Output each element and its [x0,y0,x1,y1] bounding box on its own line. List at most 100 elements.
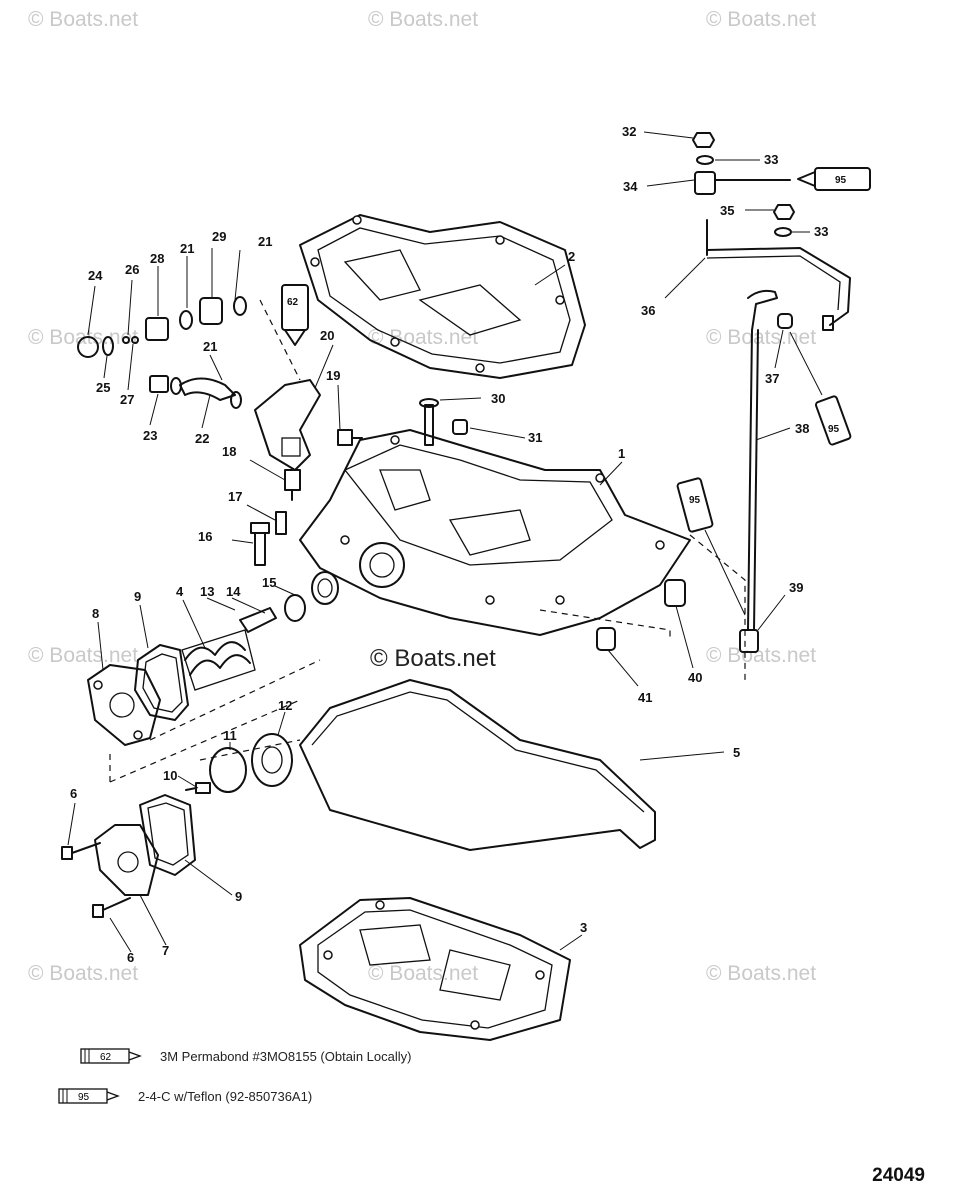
callout-21c: 21 [203,339,217,354]
tube-62-icon: 62 [281,284,309,346]
callout-22: 22 [195,431,209,446]
tube-62-legend-icon: 62 [80,1048,142,1064]
part-32-nut [692,132,715,148]
part-10-screw [185,782,211,794]
callout-39: 39 [789,580,803,595]
part-35-nut [773,204,795,220]
part-19-elbow [337,429,363,446]
callout-4: 4 [176,584,184,599]
svg-text:95: 95 [828,424,840,435]
callout-7: 7 [162,943,169,958]
svg-text:95: 95 [78,1092,90,1103]
part-36-link-rod [706,219,851,331]
part-18-fitting [284,469,301,501]
callout-6a: 6 [70,786,77,801]
callout-12: 12 [278,698,292,713]
part-41-plug [596,627,616,651]
callout-33a: 33 [764,152,778,167]
part-6-bolt-lower [92,897,131,918]
callout-11: 11 [223,728,237,743]
legend-row-permabond: 62 3M Permabond #3MO8155 (Obtain Locally… [80,1046,411,1066]
part-12-impeller-cup [251,733,293,787]
callout-2: 2 [568,249,575,264]
callout-25: 25 [96,380,110,395]
part-2-gasket [299,214,586,379]
part-40-grommet [664,579,686,607]
part-21-clamp-a [170,377,182,395]
part-5-seal [299,679,656,851]
callout-19: 19 [326,368,340,383]
part-21-ring-right [233,296,247,316]
callout-32: 32 [622,124,636,139]
part-9-gasket-upper [134,644,189,721]
part-4-spring [181,629,256,691]
part-17-fitting [275,511,287,535]
callout-6b: 6 [127,950,134,965]
part-28-body [145,317,169,341]
part-24-cap [77,336,99,358]
watermark-bottom-right: © Boats.net [706,962,817,985]
watermark-top-right: © Boats.net [706,8,817,31]
part-9-gasket-lower [139,794,196,876]
watermark-lower-right: © Boats.net [706,644,817,667]
callout-17: 17 [228,489,242,504]
callout-21a: 21 [180,241,194,256]
legend-permabond-text: 3M Permabond #3MO8155 (Obtain Locally) [160,1048,412,1064]
watermark-bottom-left: © Boats.net [28,962,139,985]
diagram-number: 24049 [872,1165,925,1186]
part-21-clamp-b [230,391,242,409]
callout-10: 10 [163,768,177,783]
callout-28: 28 [150,251,164,266]
center-watermark: © Boats.net [370,645,496,672]
svg-text:95: 95 [689,495,701,506]
legend-teflon-text: 2-4-C w/Teflon (92-850736A1) [138,1088,313,1104]
part-26-ring [122,336,130,344]
part-7-cover [94,824,159,896]
watermark-top-left: © Boats.net [28,8,139,31]
callout-20: 20 [320,328,334,343]
part-3-gasket [299,897,571,1041]
callout-16: 16 [198,529,212,544]
callout-labels: 1 2 3 4 5 6 6 7 8 9 9 10 11 12 13 14 15 … [70,124,828,965]
callout-3: 3 [580,920,587,935]
leader-lines [67,131,810,953]
part-27-ring [131,336,139,344]
watermark-top-center: © Boats.net [368,8,479,31]
svg-text:62: 62 [287,297,299,308]
watermark-lower-left: © Boats.net [28,644,139,667]
callout-38: 38 [795,421,809,436]
callout-15: 15 [262,575,276,590]
callout-27: 27 [120,392,134,407]
tube-95-icon-top: 95 [797,167,871,191]
part-13-shaft [239,607,277,633]
part-1-housing [299,429,691,636]
callout-5: 5 [733,745,740,760]
part-20-fitting [254,379,321,471]
tube-95-icon-mid: 95 [676,477,714,533]
part-14-seal [284,594,306,622]
part-21-ring-upper [179,310,193,330]
callout-9b: 9 [235,889,242,904]
part-37-bushing [777,313,793,329]
part-29-sleeve [199,297,223,325]
callout-23: 23 [143,428,157,443]
callout-13: 13 [200,584,214,599]
part-31-plug [452,419,468,435]
part-38-shift-rod [747,289,778,631]
callout-24: 24 [88,268,103,283]
part-23-clamp [149,375,169,393]
callout-29: 29 [212,229,226,244]
part-39-bushing [739,629,759,653]
callout-34: 34 [623,179,638,194]
tube-95-icon-right: 95 [814,395,852,446]
callout-9a: 9 [134,589,141,604]
part-33-washer-upper [696,155,714,165]
part-22-hose [179,377,236,401]
callout-14: 14 [226,584,241,599]
callout-33b: 33 [814,224,828,239]
part-34-spacer [694,171,716,195]
watermark-bottom-center: © Boats.net [368,962,479,985]
part-6-bolt-upper [61,842,101,860]
tube-95-legend-icon: 95 [58,1088,120,1104]
